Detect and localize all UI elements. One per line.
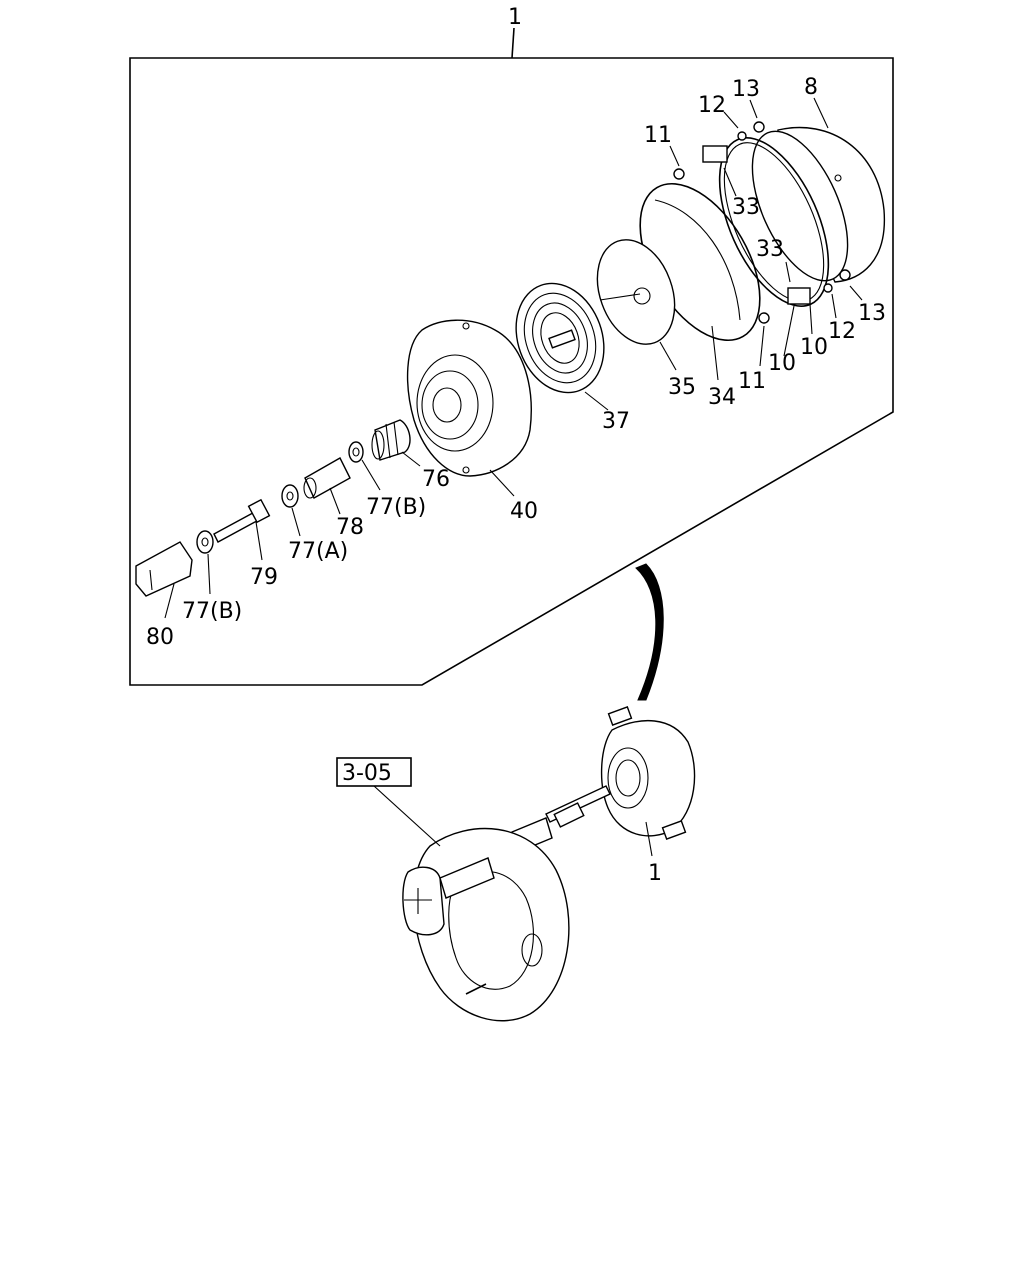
label-33-lower: 33	[756, 237, 784, 262]
label-13-top: 13	[732, 77, 760, 102]
label-11-lower: 11	[738, 369, 766, 394]
leader-1-bottom	[645, 821, 653, 857]
label-79: 79	[250, 565, 278, 590]
part-77a-nut	[281, 484, 299, 508]
reference-label: 3-05	[342, 761, 392, 786]
label-80: 80	[146, 625, 174, 650]
leader-1-top	[511, 27, 515, 59]
label-1-bottom: 1	[648, 861, 662, 886]
part-35-push-plate	[596, 239, 676, 345]
label-10-b: 10	[768, 351, 796, 376]
exploded-view-frame	[129, 57, 894, 686]
part-40-housing	[406, 319, 532, 477]
leader-reference	[373, 785, 441, 847]
label-77a: 77(A)	[288, 539, 348, 564]
label-8: 8	[804, 75, 818, 100]
label-78: 78	[336, 515, 364, 540]
clamp-bolt-lower	[758, 269, 851, 324]
label-1-top: 1	[508, 5, 522, 30]
label-76: 76	[422, 467, 450, 492]
label-35: 35	[668, 375, 696, 400]
label-13-right: 13	[858, 301, 886, 326]
part-77b-nut-lower	[196, 530, 214, 554]
label-77b-lower: 77(B)	[182, 599, 242, 624]
label-33-upper: 33	[732, 195, 760, 220]
part-77b-nut-upper	[348, 441, 364, 463]
part-78-sleeve	[303, 457, 351, 499]
part-8-chamber-cover	[751, 126, 886, 283]
part-79-push-rod	[213, 498, 271, 543]
leader-8	[813, 97, 829, 129]
part-80-clevis	[135, 541, 193, 597]
label-10-a: 10	[800, 335, 828, 360]
leader-lines	[164, 99, 863, 619]
label-37: 37	[602, 409, 630, 434]
connection-arrow	[635, 563, 664, 701]
label-77b-upper: 77(B)	[366, 495, 426, 520]
brake-backing-plate	[402, 827, 570, 1022]
part-76-boot	[371, 419, 411, 461]
clamp-bolt-upper	[673, 121, 765, 180]
part-37-return-spring	[515, 282, 605, 394]
label-40: 40	[510, 499, 538, 524]
label-12-top: 12	[698, 93, 726, 118]
assembled-brake-chamber	[511, 706, 696, 853]
label-11-top: 11	[644, 123, 672, 148]
label-34: 34	[708, 385, 736, 410]
label-12-right: 12	[828, 319, 856, 344]
